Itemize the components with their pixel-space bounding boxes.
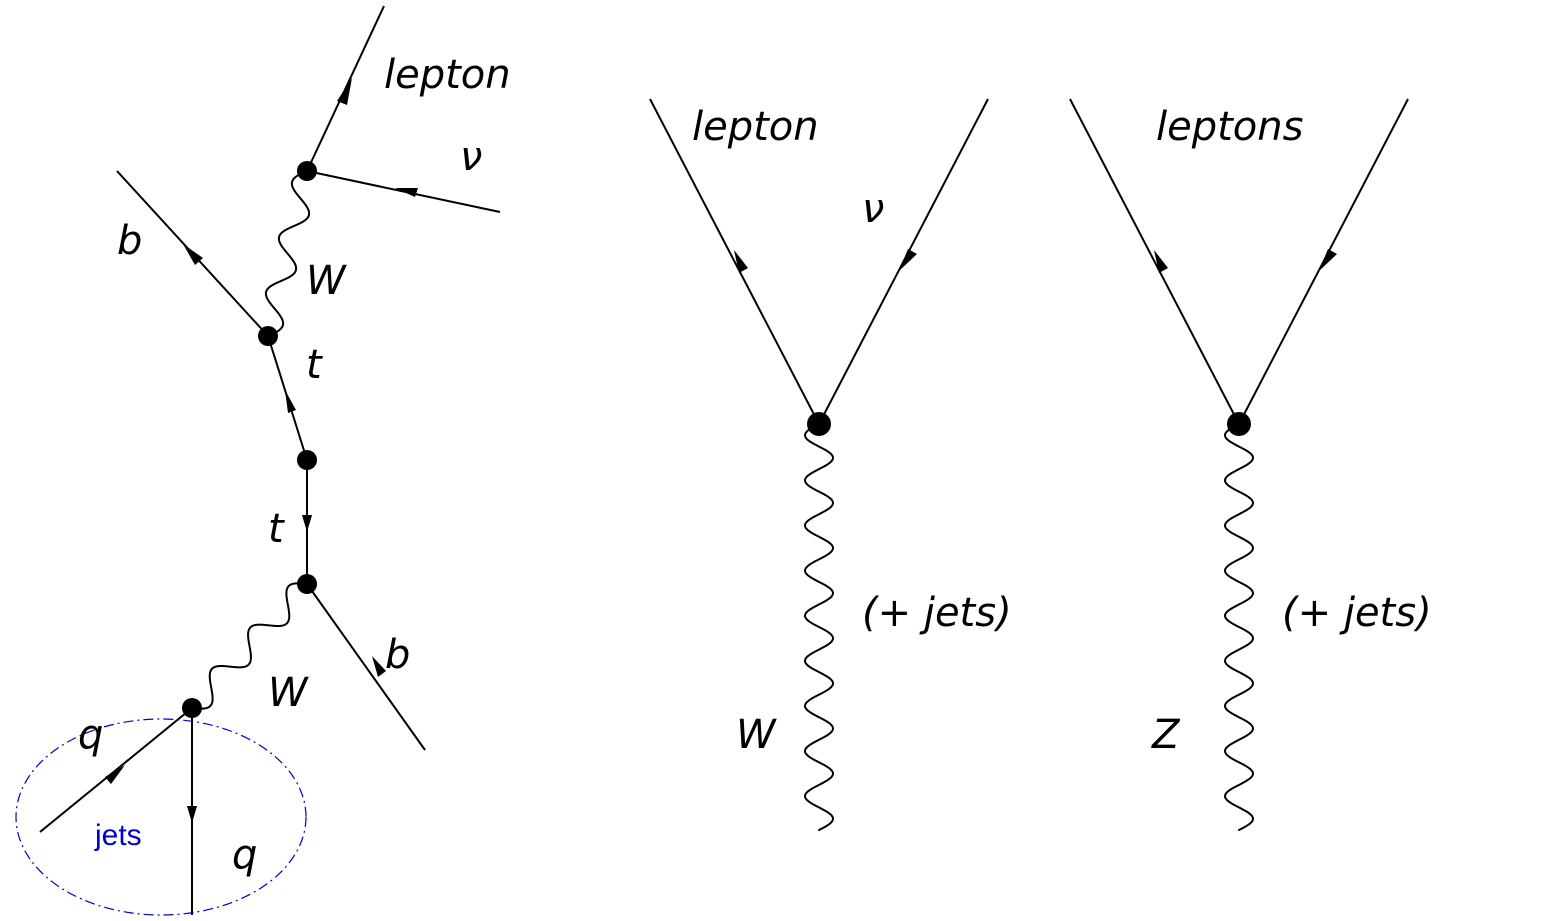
w-label-lepton: lepton xyxy=(692,104,819,150)
label-lepton: lepton xyxy=(384,52,511,98)
z-vertex xyxy=(1227,412,1251,436)
z-label-boson: Z xyxy=(1151,712,1181,758)
label-w-top: W xyxy=(306,258,347,304)
w-label-jets-note: (+ jets) xyxy=(862,590,1012,636)
z-lepton-right-arrow xyxy=(1319,249,1337,271)
q-incoming-arrow xyxy=(105,765,125,784)
lepton-arrow xyxy=(337,78,352,105)
w-top-boson xyxy=(264,170,311,337)
b-bottom-arrow xyxy=(372,656,386,677)
q-incoming-line xyxy=(39,707,193,833)
label-nu: ν xyxy=(460,134,482,180)
b-bottom-line xyxy=(306,583,426,751)
w-bottom-boson xyxy=(191,582,308,710)
w-boson-line xyxy=(803,423,835,831)
vertex-top-decay xyxy=(258,326,278,346)
top-quark-lower-arrow xyxy=(302,515,312,532)
vertex-top-bottom xyxy=(297,574,317,594)
z-jets-diagram: leptons (+ jets) Z xyxy=(1069,98,1432,831)
label-q-bottom: q xyxy=(232,832,257,878)
b-top-arrow xyxy=(183,244,203,265)
q-outgoing-arrow xyxy=(187,806,197,823)
w-lepton-arrow xyxy=(734,250,748,273)
z-boson-line xyxy=(1223,423,1255,831)
label-b-bottom: b xyxy=(385,632,410,678)
z-lepton-left-line xyxy=(1069,98,1240,425)
label-jets: jets xyxy=(94,819,142,852)
vertex-top-mid xyxy=(297,450,317,470)
label-q-left: q xyxy=(78,712,103,758)
label-t-lower: t xyxy=(268,506,285,552)
w-lepton-line xyxy=(649,98,820,425)
label-b-top: b xyxy=(117,218,142,264)
z-lepton-left-arrow xyxy=(1154,250,1168,273)
w-vertex xyxy=(807,412,831,436)
vertex-w-decay xyxy=(297,161,317,181)
label-t-upper: t xyxy=(306,342,323,388)
w-jets-diagram: lepton ν (+ jets) W xyxy=(649,98,1012,831)
z-label-jets-note: (+ jets) xyxy=(1282,590,1432,636)
neutrino-arrow xyxy=(395,188,418,197)
ttbar-diagram: lepton ν b W t t b W q q jets xyxy=(15,5,511,916)
vertex-q-w xyxy=(182,698,202,718)
label-w-bottom: W xyxy=(268,670,309,716)
w-label-nu: ν xyxy=(862,186,884,232)
z-label-leptons: leptons xyxy=(1156,104,1303,150)
top-quark-upper-arrow xyxy=(285,390,296,413)
w-neutrino-arrow xyxy=(899,249,917,271)
w-label-boson: W xyxy=(736,712,777,758)
jets-ellipse xyxy=(15,718,307,916)
